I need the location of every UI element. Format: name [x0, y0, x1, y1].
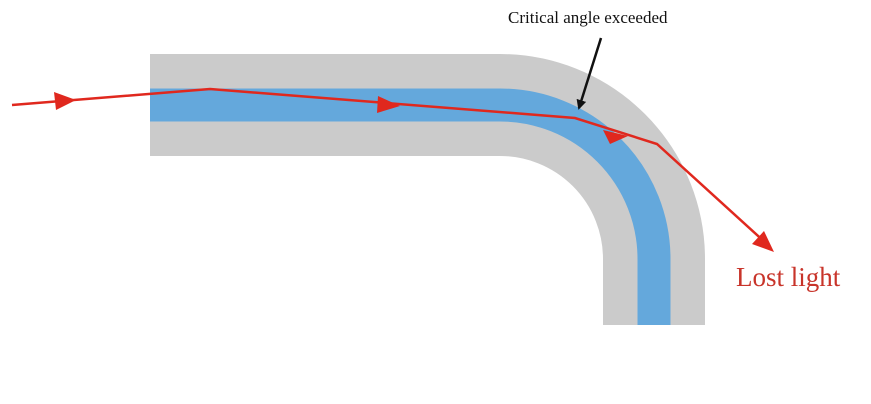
critical-angle-label: Critical angle exceeded	[508, 8, 668, 27]
ray-arrowhead-end	[752, 231, 774, 252]
fiber-core	[150, 88, 671, 325]
ray-arrowhead-1	[54, 92, 76, 110]
lost-light-label: Lost light	[736, 262, 841, 292]
critical-angle-pointer-arrow	[576, 37, 603, 110]
ray-arrowhead-2	[377, 96, 400, 113]
light-ray	[11, 87, 769, 246]
ray-arrowhead-3	[603, 130, 628, 144]
